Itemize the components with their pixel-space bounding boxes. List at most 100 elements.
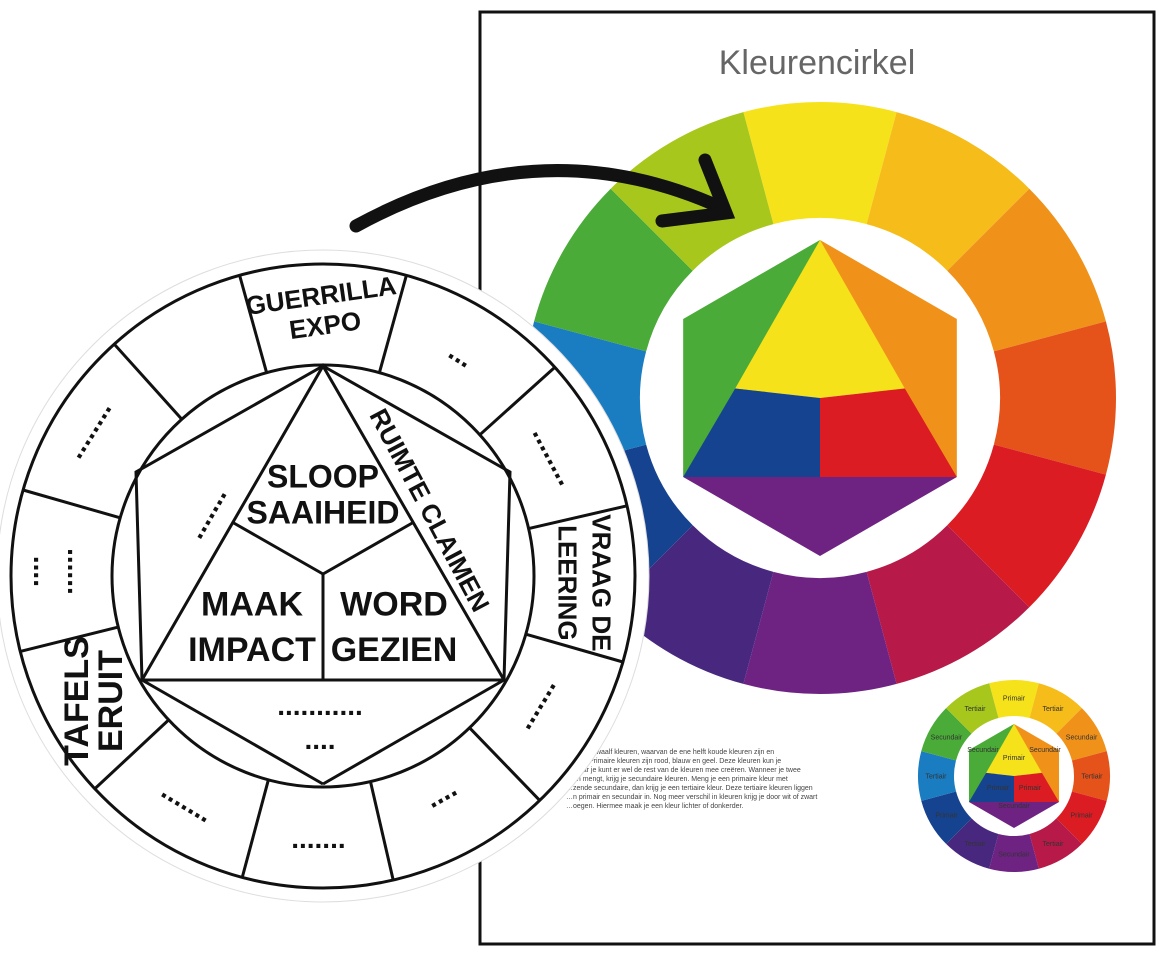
center-right-label: WORD GEZIEN [331, 585, 458, 669]
mini-ring-segment [946, 818, 999, 869]
wheel-segment-divider [525, 632, 624, 664]
big-green-region [683, 240, 820, 477]
wheel-segment-label: ....... [291, 823, 345, 854]
wheel-segment-label-line: VRAAG DE [587, 514, 617, 651]
mini-yellow-region [1014, 724, 1042, 776]
big-ring-segment [743, 102, 897, 225]
wheel-segment-label-line: .... [28, 556, 59, 587]
wheel-segment-label-line: TAFELS [58, 636, 96, 766]
big-ring-segment [743, 571, 897, 694]
mini-ring-segment [1029, 683, 1082, 734]
big-blue-region [683, 388, 820, 477]
wheel-segment-divider [22, 488, 121, 520]
wheel-segment-label: .......... [28, 548, 93, 595]
mini-ring-label: Tertiair [1081, 774, 1103, 781]
poster-body-line: …zende secundaire, dan krijg je een tert… [566, 785, 813, 792]
center-left-label: MAAK IMPACT [188, 585, 316, 669]
mini-inner-label: Secundair [1029, 747, 1061, 754]
mini-ring-label: Tertiair [1042, 706, 1064, 713]
big-ring-segment [866, 112, 1030, 271]
mini-ring-segment [921, 791, 972, 844]
mini-inner-label: Secundair [998, 803, 1030, 810]
flap-bottom-label-line: ........... [277, 690, 363, 721]
mini-inner-label: Secundair [967, 747, 999, 754]
mini-ring-label: Tertiair [925, 774, 947, 781]
poster-body-line: …en mengt, krijg je secundaire kleuren. … [566, 776, 788, 783]
mini-red-region [1014, 772, 1060, 802]
wheel-segment-label-line: ...... [62, 548, 93, 595]
mini-inner-label: Primair [987, 785, 1010, 792]
big-ring-segment [947, 188, 1106, 352]
poster-body-line: …maar je kunt er wel de rest van de kleu… [566, 767, 801, 774]
big-yellow-region [820, 240, 905, 398]
big-orange-region [820, 240, 957, 477]
wheel-segment-divider [113, 343, 183, 421]
arrow-icon [349, 153, 736, 233]
mini-wheel-labels: PrimairTertiairSecundairTertiairPrimairT… [925, 696, 1103, 859]
poster-body-line: …rme. Primaire kleuren zijn rood, blauw … [566, 758, 781, 765]
big-ring-segment [534, 188, 693, 352]
mini-orange-region [1014, 724, 1060, 802]
triangle-divider [322, 520, 415, 576]
center-left-label-line: MAAK [201, 585, 303, 623]
center-right-label-line: WORD [340, 585, 448, 623]
wheel-segment-divider [238, 274, 269, 374]
mini-inner-hexagon [968, 724, 1060, 828]
mini-ring-segment [1071, 751, 1110, 801]
mini-ring-segment [1056, 791, 1107, 844]
mini-ring-segment [921, 708, 972, 761]
big-ring-segment [866, 525, 1030, 684]
mini-ring-segment [918, 751, 957, 801]
poster-body-line: …aat uit twaalf kleuren, waarvan de ene … [566, 749, 774, 756]
wheel-segment-label-line: LEERING [553, 525, 583, 641]
triangle-divider [231, 520, 324, 576]
poster-body-line: …oegen. Hiermee maak je een kleur lichte… [566, 803, 743, 810]
mini-ring-segment [1029, 818, 1082, 869]
mini-blue-region [968, 772, 1014, 802]
mini-ring-label: Primair [935, 813, 958, 820]
mini-green-region [968, 724, 1014, 802]
wheel-segment-label-line: ....... [291, 823, 345, 854]
mini-ring-segment [946, 683, 999, 734]
mini-inner-label: Primair [1003, 755, 1026, 762]
mini-ring-label: Secundair [931, 735, 963, 742]
mini-yellow-region [986, 724, 1014, 776]
wheel-segment-divider [528, 504, 628, 530]
big-purple-region [683, 477, 957, 556]
poster-body-text: …aat uit twaalf kleuren, waarvan de ene … [566, 749, 817, 810]
mini-ring-label: Primair [1003, 696, 1026, 703]
center-right-label-line: GEZIEN [331, 631, 458, 669]
poster-title: Kleurencirkel [719, 44, 916, 82]
wheel-segment-divider [93, 718, 170, 790]
big-ring-segment [993, 321, 1116, 475]
big-ring-segment [610, 525, 774, 684]
mini-ring-segment [989, 680, 1039, 719]
wheel-dividers [19, 274, 628, 881]
wheel-segment-divider [377, 274, 408, 374]
big-red-region [820, 388, 957, 477]
flap-bottom-label-line: .... [304, 724, 335, 755]
big-yellow-region [735, 240, 820, 398]
wheel-segment-divider [468, 726, 541, 802]
wheel-segment-divider [19, 625, 119, 653]
mini-color-ring [918, 680, 1110, 872]
flap-line [141, 678, 324, 786]
mini-ring-label: Primair [1070, 813, 1093, 820]
wheel-segment-divider [369, 781, 395, 881]
center-left-label-line: IMPACT [188, 631, 316, 669]
mini-ring-segment [1056, 708, 1107, 761]
big-inner-hexagon [683, 240, 957, 556]
mini-inner-label: Primair [1019, 785, 1042, 792]
wheel-segment-divider [240, 779, 270, 878]
poster-body-line: …n primair en secundair in. Nog meer ver… [566, 794, 817, 801]
wheel-segment-divider [478, 366, 556, 436]
flap-bottom-label: ............... [277, 690, 363, 755]
mini-purple-region [968, 802, 1060, 828]
wheel-segment-label-line: ERUIT [92, 650, 130, 752]
mini-ring-label: Tertiair [1042, 841, 1064, 848]
